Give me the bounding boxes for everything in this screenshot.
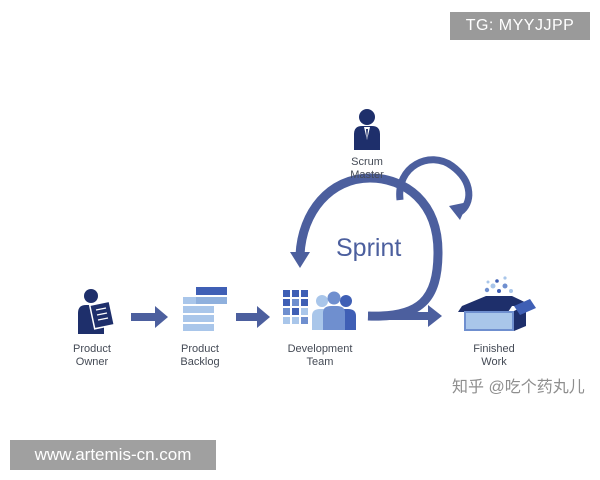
development-team-label: Development Team: [287, 343, 353, 368]
scrum-master-icon: [354, 109, 380, 150]
product-owner-icon: [78, 289, 116, 334]
sprint-cycle-arrow: [295, 173, 443, 321]
telegram-badge: TG: MYYJJPP: [450, 12, 590, 40]
product-backlog-label: Product Backlog: [180, 343, 220, 368]
team-people-icon: [312, 291, 356, 330]
flow-arrow-1: [131, 306, 168, 328]
flow-arrow-2: [236, 306, 270, 328]
task-grid-icon: [283, 290, 308, 324]
sprint-label: Sprint: [336, 234, 402, 262]
product-backlog-icon: [183, 287, 227, 331]
finished-work-label: Finished Work: [473, 343, 515, 368]
daily-cycle-arrow: [396, 156, 473, 215]
product-owner-label: Product Owner: [73, 343, 111, 368]
finished-work-box-icon: [458, 276, 536, 331]
flow-arrow-3: [368, 305, 442, 327]
zhihu-watermark: 知乎 @吃个药丸儿: [452, 379, 585, 396]
website-badge: www.artemis-cn.com: [10, 440, 216, 470]
scrum-master-label: Scrum Master: [350, 156, 384, 181]
